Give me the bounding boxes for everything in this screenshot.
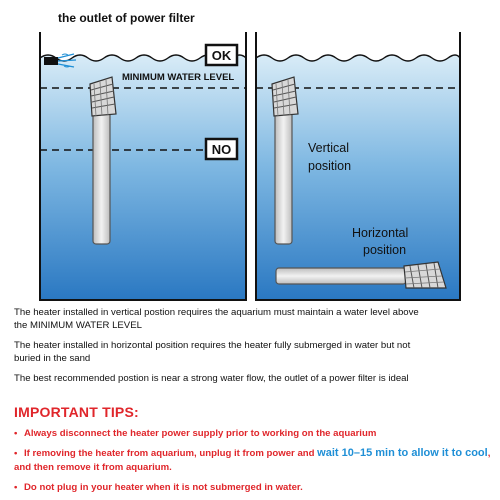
no-label: NO [212,142,232,157]
aquarium-diagram: the outlet of power filter OK MINIMUM WA… [39,11,461,301]
no-box [204,137,239,161]
vertical-label-line2: position [308,159,351,173]
filter-outlet-icon [44,53,77,68]
description-line-3: The heater installed in horizontal posit… [14,340,411,351]
heater-horizontal [275,261,447,289]
outlet-label: the outlet of power filter [58,11,195,25]
ok-label: OK [212,48,232,63]
description-line-1: The heater installed in vertical postion… [14,307,419,318]
tip-3-text: Do not plug in your heater when it is no… [24,482,303,493]
tip-2-text-a: If removing the heater from aquarium, un… [24,448,318,459]
tip-1-text: Always disconnect the heater power suppl… [24,428,377,439]
tip-bullet: • [14,428,18,439]
heater-vertical-right [271,76,299,245]
min-water-label: MINIMUM WATER LEVEL [122,72,234,83]
description-line-2: the MINIMUM WATER LEVEL [14,320,142,331]
horizontal-label-line2: position [363,243,406,257]
right-tank: Vertical position Horizontal position [255,32,461,301]
ok-box [204,43,239,67]
tip-3: • Do not plug in your heater when it is n… [14,481,492,495]
important-tips-title: IMPORTANT TIPS: [14,404,139,420]
description-line-5: The best recommended postion is near a s… [14,373,409,384]
horizontal-label-line1: Horizontal [352,226,408,240]
vertical-label-line1: Vertical [308,141,349,155]
tip-2-text-c: , and then remove it from aquarium. [14,448,491,473]
tip-1: • Always disconnect the heater power supp… [14,427,492,441]
tip-2: • If removing the heater from aquarium, u… [14,446,492,475]
left-tank: OK MINIMUM WATER LEVEL NO [39,32,247,301]
heater-vertical-left [89,76,117,245]
description-line-4: buried in the sand [14,353,91,364]
tip-bullet: • [14,448,18,459]
tip-bullet: • [14,482,18,493]
tip-2-cool-time: wait 10–15 min to allow it to cool [317,447,488,459]
